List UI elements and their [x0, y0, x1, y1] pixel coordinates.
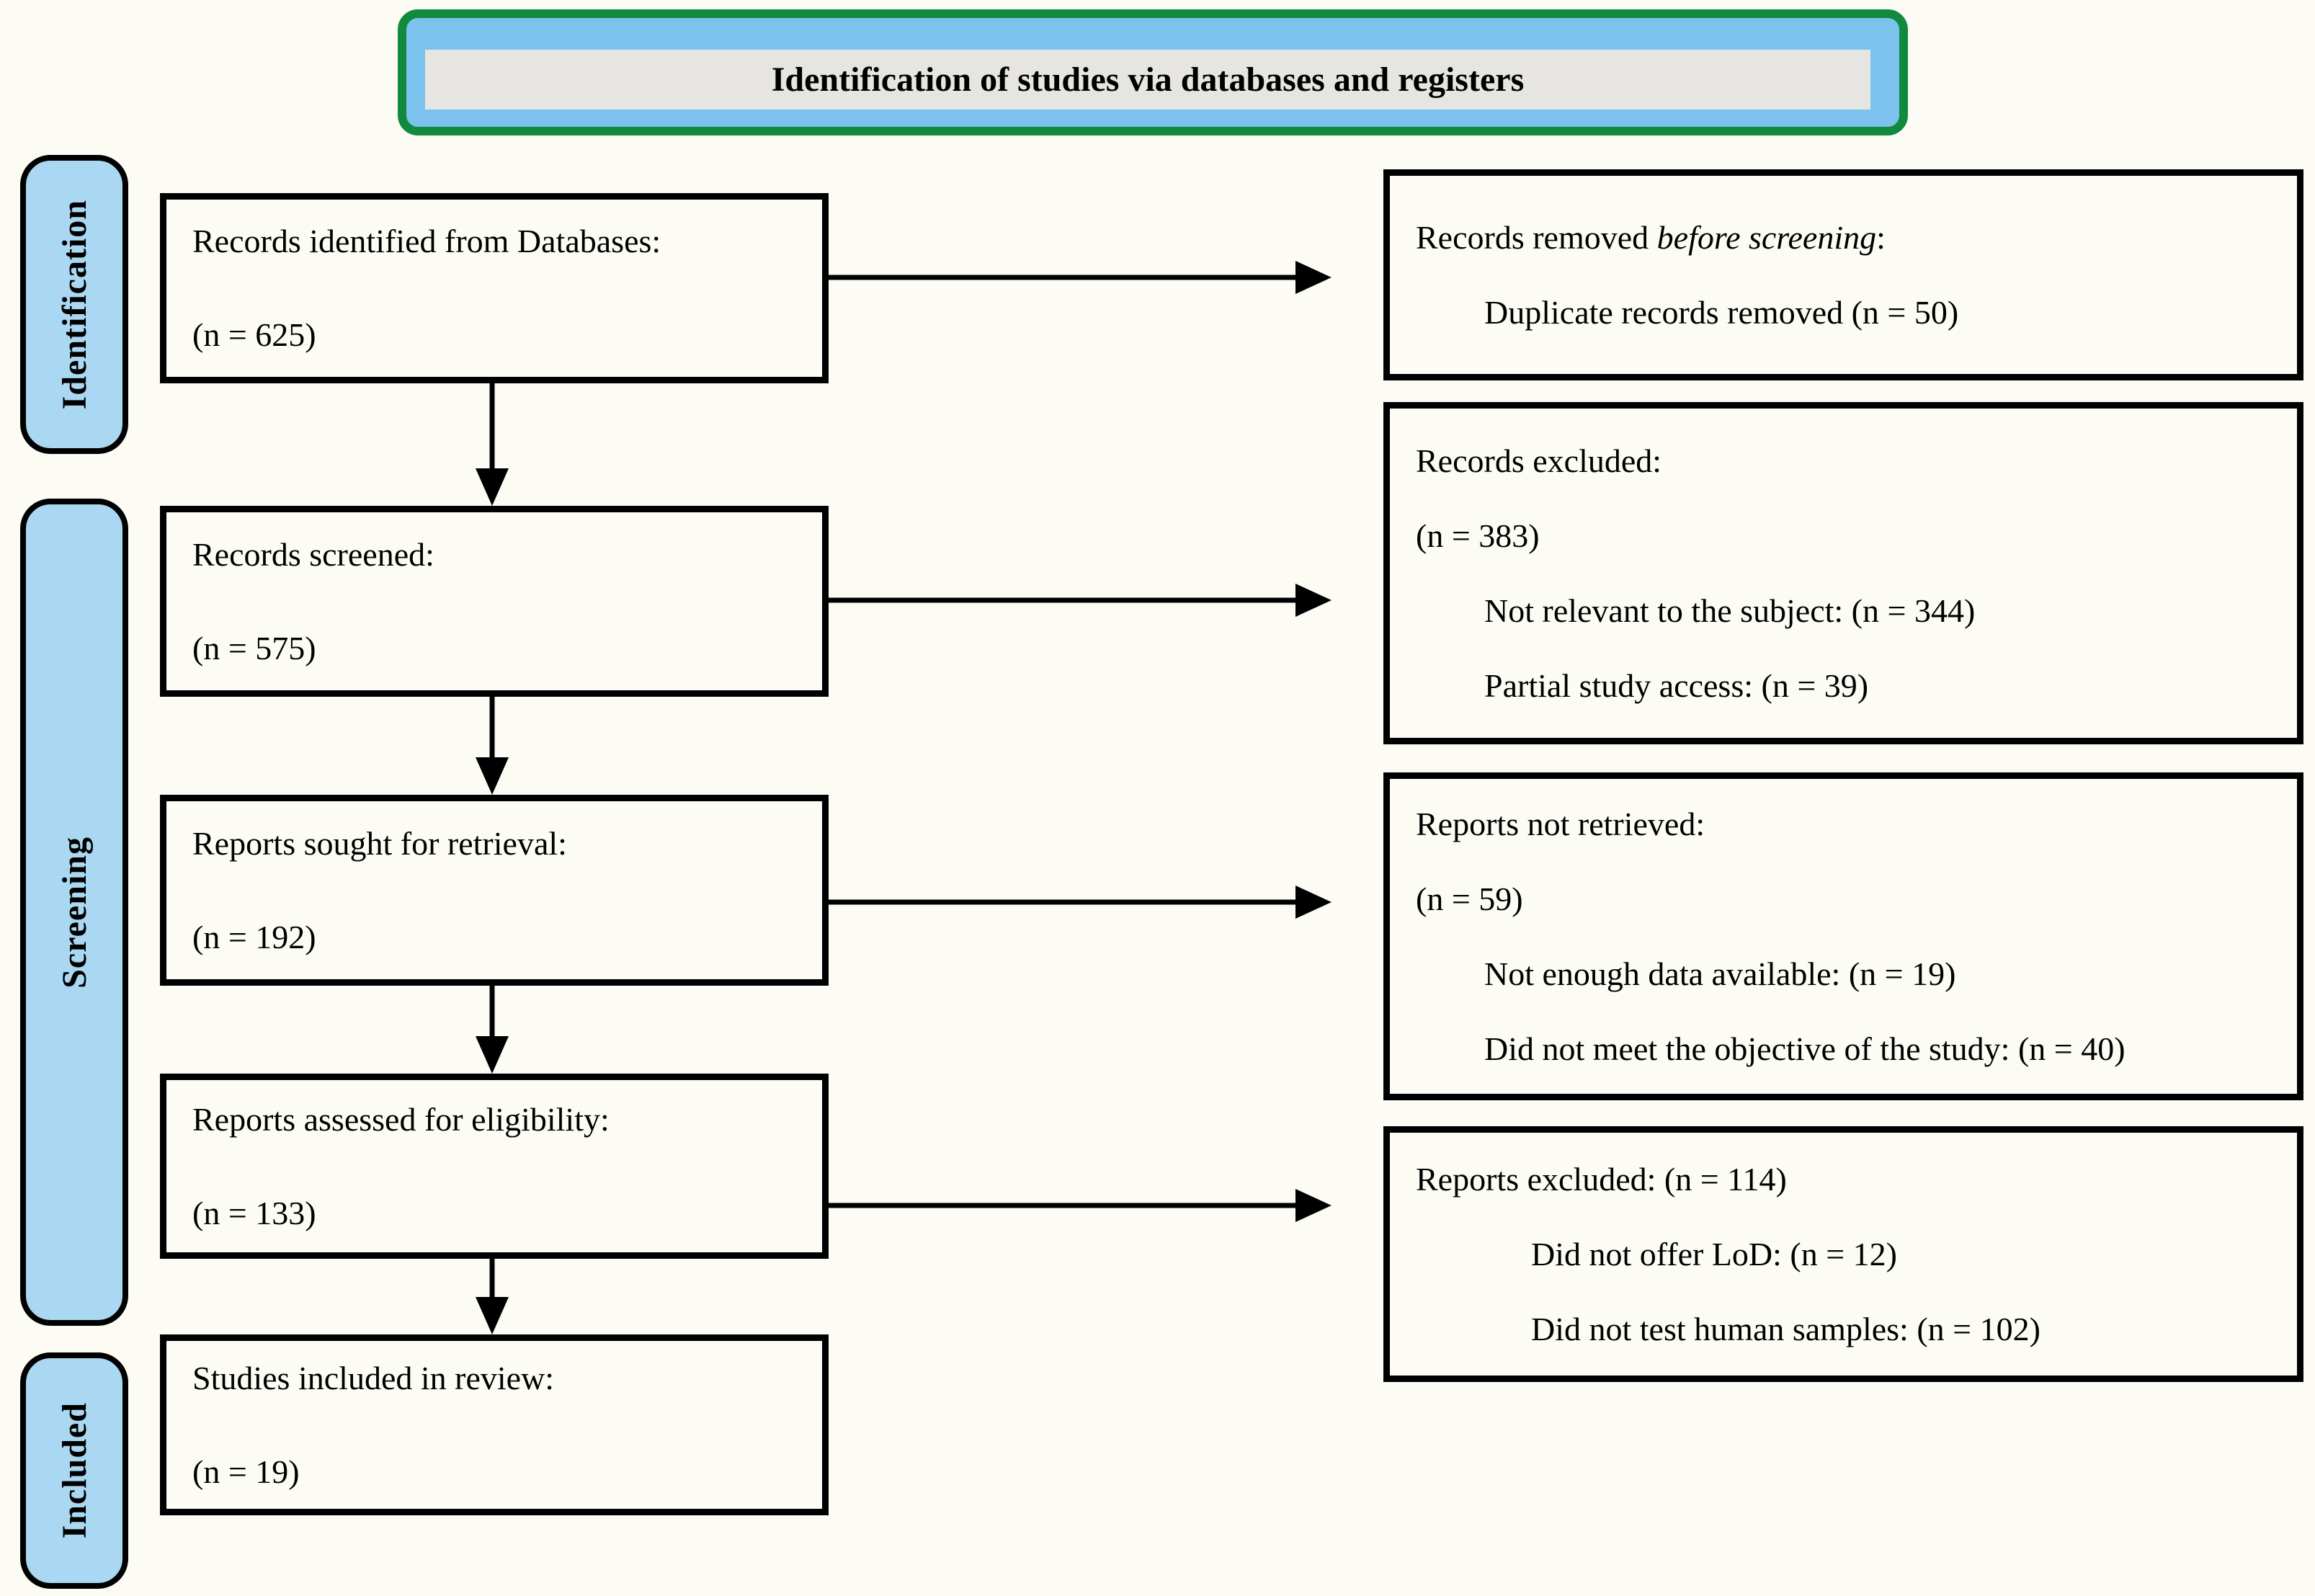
box-reports-sought: Reports sought for retrieval: (n = 192) [160, 795, 829, 986]
box-text-line: Records identified from Databases: [192, 223, 661, 259]
box-heading-line: Records excluded: [1416, 442, 1662, 479]
arrow-head [1295, 584, 1332, 617]
stage-label-included: Included [20, 1352, 128, 1589]
box-records-screened: Records screened: (n = 575) [160, 506, 829, 697]
arrow-shaft [489, 1259, 495, 1298]
arrow-head [476, 1297, 509, 1334]
right-arrow-icon [829, 261, 1332, 294]
down-arrow-icon [476, 383, 509, 506]
box-detail-line: Not relevant to the subject: (n = 344) [1484, 592, 1976, 629]
title-banner: Identification of studies via databases … [398, 9, 1908, 135]
heading-italic: before screening [1656, 218, 1877, 256]
arrow-shaft [829, 275, 1297, 280]
right-arrow-icon [829, 1189, 1332, 1222]
title-text: Identification of studies via databases … [425, 50, 1870, 110]
box-heading-line: Reports not retrieved: [1416, 805, 1705, 842]
stage-label-text: Identification [55, 199, 94, 410]
heading-suffix: : [1876, 218, 1886, 256]
arrow-shaft [489, 986, 495, 1038]
arrow-head [1295, 886, 1332, 919]
arrow-head [1295, 261, 1332, 294]
right-arrow-icon [829, 886, 1332, 919]
box-reports-assessed: Reports assessed for eligibility: (n = 1… [160, 1074, 829, 1259]
box-count-line: (n = 383) [1416, 517, 1540, 554]
arrow-shaft [489, 383, 495, 470]
box-detail-line: Did not offer LoD: (n = 12) [1531, 1235, 1897, 1272]
arrow-head [476, 468, 509, 506]
heading-prefix: Records removed [1416, 218, 1657, 256]
box-count-line: (n = 192) [192, 918, 316, 955]
down-arrow-icon [476, 986, 509, 1074]
box-text-line: Studies included in review: [192, 1359, 555, 1396]
box-text-line: Reports assessed for eligibility: [192, 1100, 610, 1138]
arrow-head [1295, 1189, 1332, 1222]
box-reports-excluded: Reports excluded: (n = 114) Did not offe… [1383, 1126, 2303, 1382]
box-detail-line: Not enough data available: (n = 19) [1484, 955, 1956, 992]
stage-label-screening: Screening [20, 499, 128, 1326]
arrow-head [476, 1036, 509, 1074]
arrow-shaft [829, 1203, 1297, 1208]
down-arrow-icon [476, 1259, 509, 1334]
stage-label-text: Included [55, 1402, 94, 1539]
box-detail-line: Partial study access: (n = 39) [1484, 667, 1869, 704]
box-text-line: Records screened: [192, 535, 434, 573]
arrow-shaft [489, 697, 495, 759]
box-reports-not-retrieved: Reports not retrieved: (n = 59) Not enou… [1383, 772, 2303, 1100]
down-arrow-icon [476, 697, 509, 795]
box-detail-line: Did not meet the objective of the study:… [1484, 1030, 2126, 1067]
box-records-identified: Records identified from Databases: (n = … [160, 193, 829, 383]
arrow-shaft [829, 899, 1297, 905]
box-count-line: (n = 625) [192, 316, 316, 353]
box-text-line: Reports sought for retrieval: [192, 824, 567, 862]
arrow-head [476, 757, 509, 795]
box-records-excluded: Records excluded: (n = 383) Not relevant… [1383, 402, 2303, 744]
box-count-line: (n = 133) [192, 1194, 316, 1231]
right-arrow-icon [829, 584, 1332, 617]
box-studies-included: Studies included in review: (n = 19) [160, 1334, 829, 1515]
box-detail-line: Did not test human samples: (n = 102) [1531, 1310, 2040, 1347]
box-count-line: (n = 575) [192, 629, 316, 667]
stage-label-text: Screening [55, 836, 94, 989]
box-heading-line: Reports excluded: (n = 114) [1416, 1160, 1787, 1198]
box-detail-line: Duplicate records removed (n = 50) [1484, 293, 1959, 331]
box-count-line: (n = 19) [192, 1453, 300, 1490]
stage-label-identification: Identification [20, 155, 128, 454]
arrow-shaft [829, 597, 1297, 603]
box-count-line: (n = 59) [1416, 880, 1523, 917]
box-records-removed: Records removed before screening: Duplic… [1383, 169, 2303, 380]
box-heading-line: Records removed before screening: [1416, 200, 2297, 275]
